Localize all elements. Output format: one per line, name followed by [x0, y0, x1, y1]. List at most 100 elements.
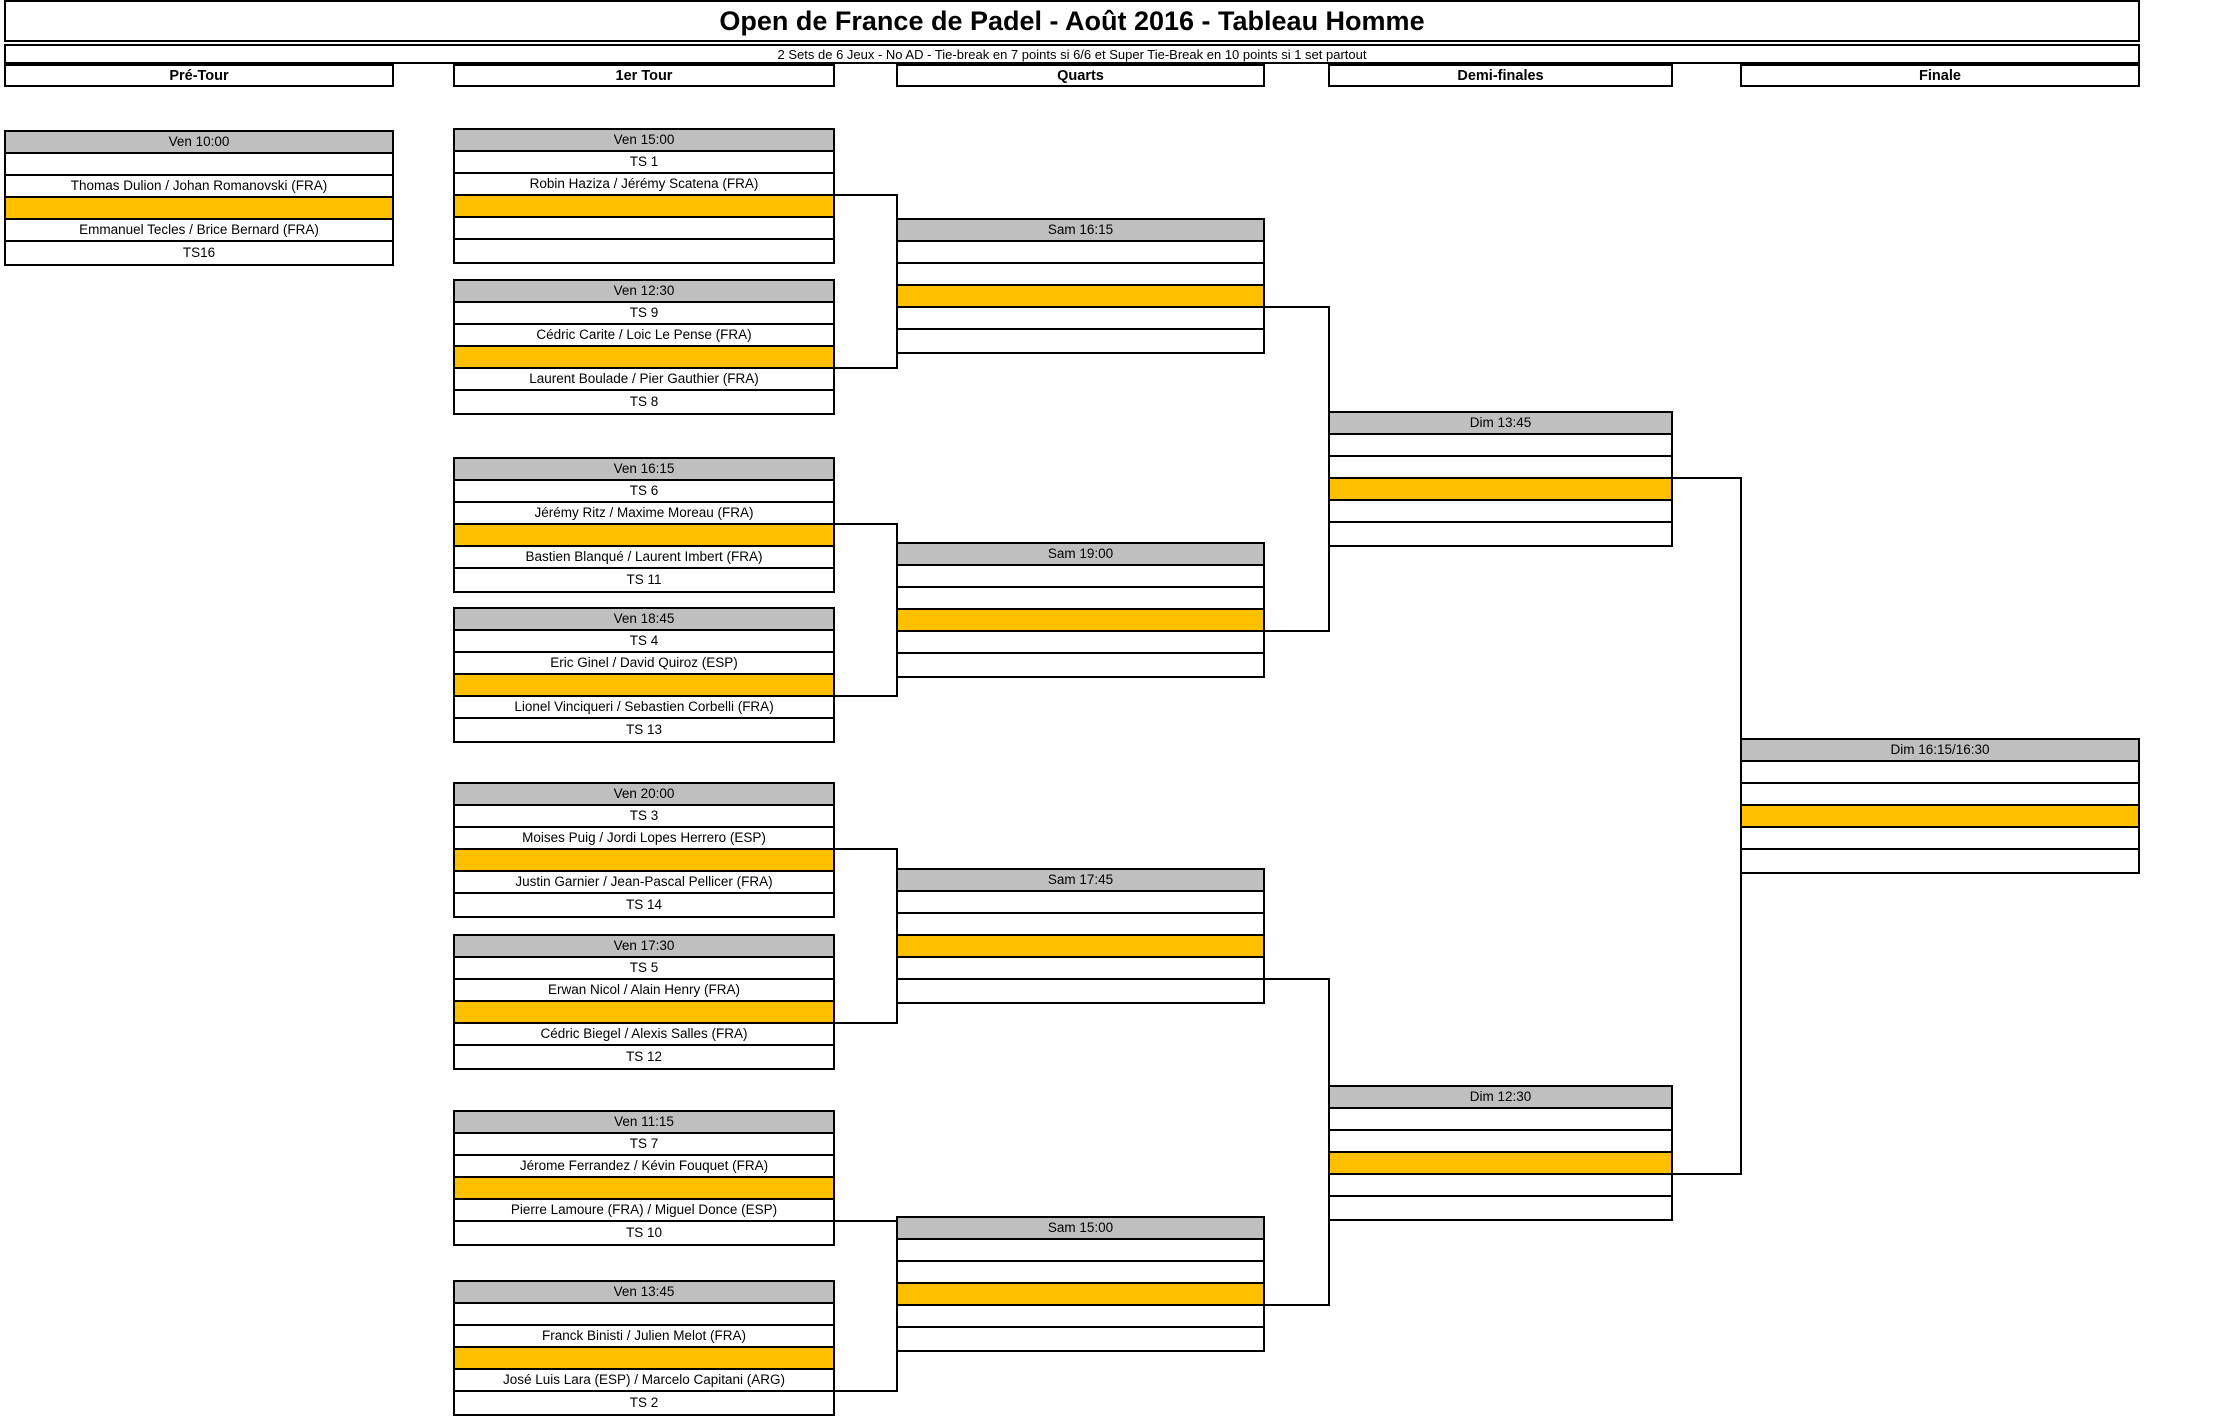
- match-row-team: Robin Haziza / Jérémy Scatena (FRA): [455, 174, 833, 196]
- match-block-qf-m4: Sam 15:00: [896, 1216, 1265, 1352]
- match-row-blank: [898, 1240, 1263, 1262]
- match-row-time: Ven 15:00: [455, 130, 833, 152]
- match-row-blank: [455, 240, 833, 262]
- match-row-winner: [455, 1178, 833, 1200]
- match-row-team: Bastien Blanqué / Laurent Imbert (FRA): [455, 547, 833, 569]
- match-row-time: Ven 10:00: [6, 132, 392, 154]
- match-row-seed: TS 4: [455, 631, 833, 653]
- match-row-team: Emmanuel Tecles / Brice Bernard (FRA): [6, 220, 392, 242]
- match-row-team: Jérome Ferrandez / Kévin Fouquet (FRA): [455, 1156, 833, 1178]
- connector-line: [835, 1022, 898, 1024]
- match-row-seed: TS 1: [455, 152, 833, 174]
- connector-line: [1265, 630, 1330, 632]
- match-row-blank: [1330, 501, 1671, 523]
- match-row-blank: [6, 154, 392, 176]
- match-row-blank: [898, 588, 1263, 610]
- match-row-time: Ven 16:15: [455, 459, 833, 481]
- match-row-blank: [1330, 1131, 1671, 1153]
- match-row-blank: [455, 1304, 833, 1326]
- rules-subtitle: 2 Sets de 6 Jeux - No AD - Tie-break en …: [4, 44, 2140, 64]
- match-row-blank: [1330, 523, 1671, 545]
- round-header-pre-tour: Pré-Tour: [4, 64, 394, 87]
- match-row-time: Dim 13:45: [1330, 413, 1671, 435]
- match-row-blank: [1330, 1175, 1671, 1197]
- match-row-seed: TS 11: [626, 572, 662, 587]
- match-block-sf-m1: Dim 13:45: [1328, 411, 1673, 547]
- match-row-winner: [898, 610, 1263, 632]
- match-row-team: Franck Binisti / Julien Melot (FRA): [455, 1326, 833, 1348]
- round-header-demi-finales: Demi-finales: [1328, 64, 1673, 87]
- match-row-winner: [898, 286, 1263, 308]
- match-row-blank: [1742, 828, 2138, 850]
- match-row-time: Ven 11:15: [455, 1112, 833, 1134]
- match-row-winner: [455, 850, 833, 872]
- match-row-blank: [898, 892, 1263, 914]
- connector-line: [1265, 1304, 1330, 1306]
- match-row-team: Justin Garnier / Jean-Pascal Pellicer (F…: [455, 872, 833, 894]
- match-row-winner: [455, 196, 833, 218]
- match-row-team: Jérémy Ritz / Maxime Moreau (FRA): [455, 503, 833, 525]
- match-row-winner: [6, 198, 392, 220]
- match-row-seed: TS 13: [625, 722, 663, 737]
- match-row-blank: [898, 654, 1263, 676]
- match-row-blank: [898, 958, 1263, 980]
- match-row-seed: TS 6: [455, 481, 833, 503]
- match-row-blank: [898, 1306, 1263, 1328]
- match-row-winner: [1330, 479, 1671, 501]
- match-row-blank: [898, 242, 1263, 264]
- match-row-blank: [1742, 850, 2138, 872]
- match-block-sf-m2: Dim 12:30: [1328, 1085, 1673, 1221]
- match-row-time: Ven 18:45: [455, 609, 833, 631]
- connector-line: [835, 1390, 898, 1392]
- match-row-team: Moises Puig / Jordi Lopes Herrero (ESP): [455, 828, 833, 850]
- match-row-team: Lionel Vinciqueri / Sebastien Corbelli (…: [455, 697, 833, 719]
- match-row-winner: [455, 1348, 833, 1370]
- match-row-time: Sam 16:15: [898, 220, 1263, 242]
- match-row-seed: TS 12: [625, 1049, 663, 1064]
- match-row-time: Ven 17:30: [455, 936, 833, 958]
- round-header-finale: Finale: [1740, 64, 2140, 87]
- round-header-quarts: Quarts: [896, 64, 1265, 87]
- match-row-team: Laurent Boulade / Pier Gauthier (FRA): [455, 369, 833, 391]
- match-row-blank: [1742, 762, 2138, 784]
- connector-line: [1265, 306, 1330, 308]
- match-row-seed: TS 2: [629, 1395, 659, 1410]
- connector-line: [1673, 1173, 1742, 1175]
- match-row-time: Sam 17:45: [898, 870, 1263, 892]
- match-row-team: José Luis Lara (ESP) / Marcelo Capitani …: [455, 1370, 833, 1392]
- match-row-team: Cédric Carite / Loic Le Pense (FRA): [455, 325, 833, 347]
- match-row-seed: TS 5: [455, 958, 833, 980]
- match-row-blank: [898, 330, 1263, 352]
- round-header-premier-tour: 1er Tour: [453, 64, 835, 87]
- match-row-seed: TS 10: [625, 1225, 663, 1240]
- match-row-blank: [1330, 1197, 1671, 1219]
- match-row-time: Dim 12:30: [1330, 1087, 1671, 1109]
- match-row-blank: [1330, 457, 1671, 479]
- match-row-seed: TS 8: [629, 394, 659, 409]
- match-row-time: Ven 12:30: [455, 281, 833, 303]
- match-row-seed: TS 14: [625, 897, 663, 912]
- match-row-blank: [455, 218, 833, 240]
- match-row-blank: [898, 566, 1263, 588]
- match-row-blank: [898, 308, 1263, 330]
- match-row-blank: [898, 980, 1263, 1002]
- match-row-team: Eric Ginel / David Quiroz (ESP): [455, 653, 833, 675]
- match-row-winner: [898, 936, 1263, 958]
- match-row-time: Sam 19:00: [898, 544, 1263, 566]
- match-row-blank: [1330, 1109, 1671, 1131]
- match-row-team: Cédric Biegel / Alexis Salles (FRA): [455, 1024, 833, 1046]
- match-row-winner: [455, 525, 833, 547]
- match-row-seed: TS 7: [455, 1134, 833, 1156]
- match-row-blank: [898, 914, 1263, 936]
- connector-line: [835, 1220, 898, 1222]
- connector-line: [835, 367, 898, 369]
- match-block-final: Dim 16:15/16:30: [1740, 738, 2140, 874]
